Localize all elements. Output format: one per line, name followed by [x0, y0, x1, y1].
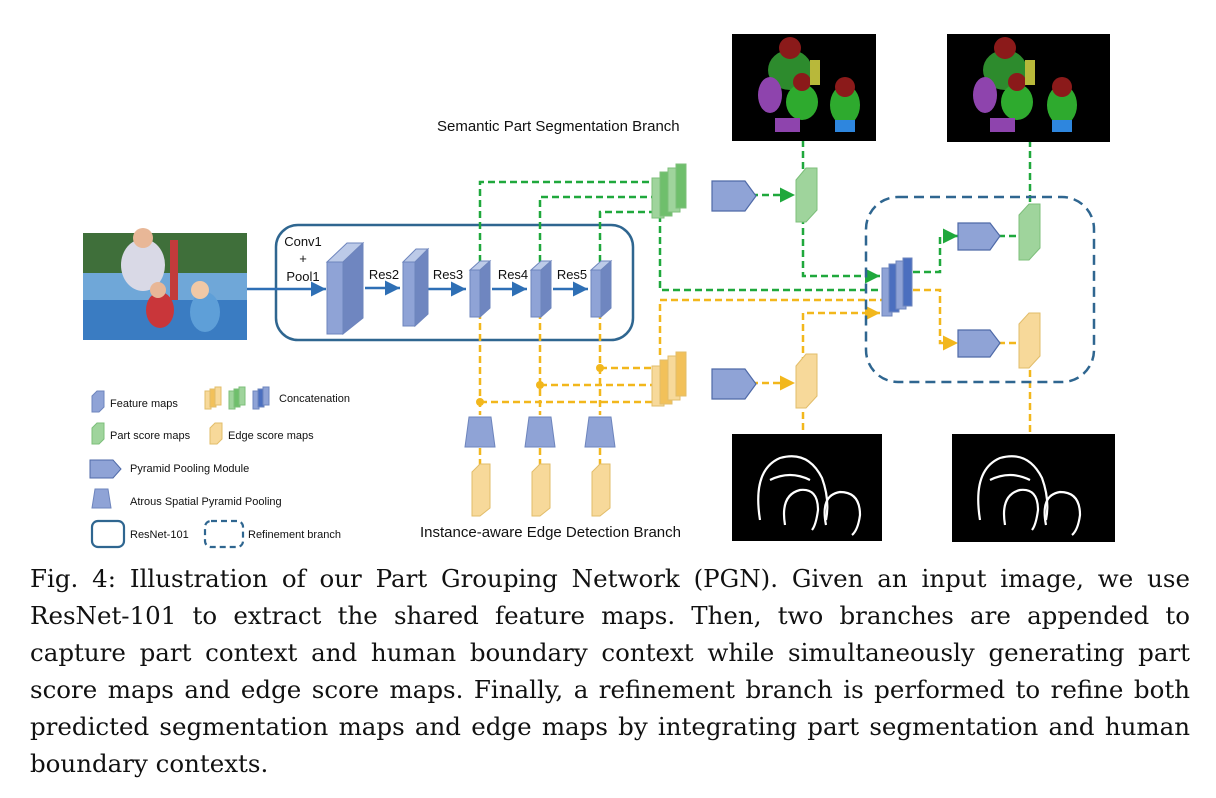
conv1-label: Conv1 [284, 234, 322, 249]
feature-map-res3 [468, 259, 492, 319]
legend: Feature maps Concatenation Part score ma… [89, 386, 350, 549]
edge-output-2 [952, 434, 1115, 542]
figure-caption: Fig. 4: Illustration of our Part Groupin… [30, 560, 1190, 782]
resnet-frame [274, 223, 635, 342]
input-image [83, 228, 247, 340]
caption-label: Fig. 4: [30, 564, 117, 593]
legend-resnet-icon [90, 519, 126, 549]
aspp-modules [464, 416, 616, 448]
backbone-arrows [247, 280, 588, 297]
legend-edge-score-icon [209, 422, 223, 445]
refinement-branch-frame [864, 195, 1096, 384]
legend-ppm-icon [89, 459, 122, 479]
feature-map-res4 [529, 259, 553, 319]
pyramid-pooling-modules [711, 180, 1001, 400]
part-score-map-1 [795, 167, 818, 223]
res4-label: Res4 [498, 267, 528, 282]
segmentation-output-1 [732, 34, 876, 141]
pool1-label: Pool1 [286, 269, 319, 284]
plus-label: + [299, 251, 307, 266]
edge-branch-lines [478, 288, 1032, 465]
feature-map-conv1 [325, 241, 365, 336]
edge-branch-label: Instance-aware Edge Detection Branch [420, 524, 681, 541]
legend-concatenation-icon [204, 386, 270, 410]
edge-junction-dots [476, 364, 604, 406]
legend-refinement-label: Refinement branch [248, 529, 341, 541]
part-score-map-2 [1018, 203, 1041, 261]
feature-map-res2 [401, 247, 430, 328]
legend-concatenation-label: Concatenation [279, 393, 350, 405]
legend-aspp-icon [91, 488, 112, 509]
caption-text: Illustration of our Part Grouping Networ… [30, 564, 1190, 778]
edge-score-map-1 [795, 353, 818, 409]
part-concatenation-stack [651, 163, 687, 219]
edge-score-map-2 [1018, 312, 1041, 369]
pgn-architecture-diagram: Conv1 + Pool1 Res2 Res3 Res4 Res5 Semant… [83, 34, 1115, 549]
segmentation-output-2 [947, 34, 1110, 142]
edge-concatenation-stack [651, 351, 687, 407]
legend-ppm-label: Pyramid Pooling Module [130, 463, 249, 475]
legend-part-score-icon [91, 422, 105, 445]
aspp-edge-score-maps [471, 463, 611, 517]
res3-label: Res3 [433, 267, 463, 282]
legend-edge-score-label: Edge score maps [228, 430, 314, 442]
legend-part-score-label: Part score maps [110, 430, 191, 442]
feature-map-res5 [589, 259, 613, 319]
res5-label: Res5 [557, 267, 587, 282]
semantic-branch-label: Semantic Part Segmentation Branch [437, 118, 680, 135]
legend-resnet-label: ResNet-101 [130, 529, 189, 541]
legend-feature-maps-icon [91, 390, 105, 413]
res2-label: Res2 [369, 267, 399, 282]
legend-aspp-label: Atrous Spatial Pyramid Pooling [130, 496, 282, 508]
legend-feature-maps-label: Feature maps [110, 398, 178, 410]
refinement-concatenation-stack [881, 257, 913, 317]
edge-output-1 [732, 434, 882, 541]
legend-refinement-icon [203, 519, 245, 549]
